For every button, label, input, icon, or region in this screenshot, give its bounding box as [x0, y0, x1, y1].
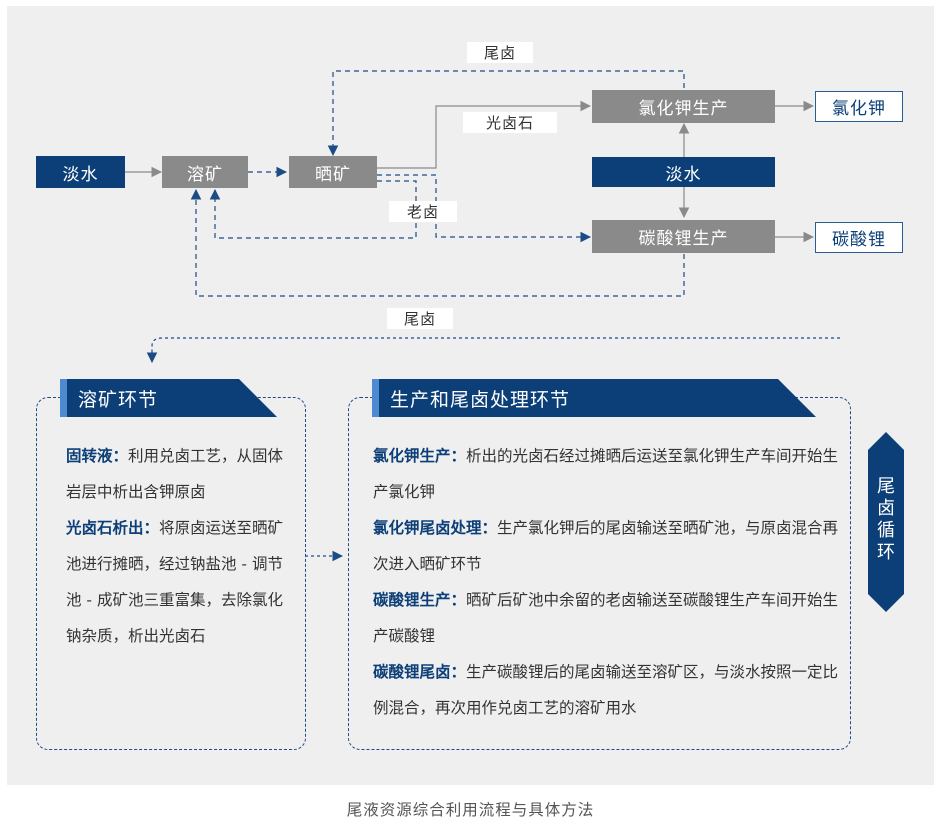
- label-tail-brine-top: 尾卤: [467, 42, 533, 63]
- production-section-title-text: 生产和尾卤处理环节: [390, 388, 571, 411]
- dissolve-section-title-text: 溶矿环节: [78, 388, 159, 411]
- label-light-brine-stone: 光卤石: [463, 112, 557, 133]
- cycle-tag-text: 尾 卤 循 环: [868, 476, 904, 564]
- dissolve-item-term: 固转液：: [66, 447, 129, 465]
- loop-tail-brine-top: [327, 70, 685, 157]
- loop-to-sections: [146, 337, 840, 364]
- dissolve-item: 固转液：利用兑卤工艺，从固体岩层中析出含钾原卤: [66, 438, 288, 510]
- cycle-char: 循: [877, 520, 895, 541]
- cycle-char: 环: [877, 542, 895, 563]
- production-section-text: 氯化钾生产：析出的光卤石经过摊晒后运送至氯化钾生产车间开始生产氯化钾 氯化钾尾卤…: [373, 438, 839, 726]
- label-old-brine: 老卤: [389, 201, 457, 222]
- arrow-dry-to-kcl: [377, 100, 592, 169]
- kcl-output-box: 氯化钾: [815, 91, 903, 122]
- sun-dry-box: 晒矿: [289, 156, 377, 188]
- production-item: 氯化钾尾卤处理：生产氯化钾后的尾卤输送至晒矿池，与原卤混合再次进入晒矿环节: [373, 510, 839, 582]
- production-item-term: 氯化钾生产：: [373, 447, 467, 465]
- cycle-tag-shape: [868, 432, 904, 612]
- li2co3-production-box: 碳酸锂生产: [592, 220, 775, 253]
- dissolve-item-term: 光卤石析出：: [66, 519, 160, 537]
- production-item-desc: 析出的光卤石经过摊晒后运送至氯化钾生产车间开始生产氯化钾: [373, 447, 839, 501]
- dissolve-box: 溶矿: [162, 156, 248, 188]
- title-stripe: [60, 379, 67, 417]
- production-item-desc: 生产碳酸锂后的尾卤输送至溶矿区，与淡水按照一定比例混合，再次用作兑卤工艺的溶矿用…: [373, 663, 839, 717]
- dissolve-section-title: 溶矿环节: [60, 379, 277, 417]
- production-item-term: 碳酸锂尾卤：: [373, 663, 467, 681]
- production-section-title: 生产和尾卤处理环节: [372, 379, 816, 417]
- cycle-char: 卤: [877, 498, 895, 519]
- dissolve-section-text: 固转液：利用兑卤工艺，从固体岩层中析出含钾原卤 光卤石析出：将原卤运送至晒矿池进…: [66, 438, 288, 654]
- production-item: 碳酸锂尾卤：生产碳酸锂后的尾卤输送至溶矿区，与淡水按照一定比例混合，再次用作兑卤…: [373, 654, 839, 726]
- production-item-term: 碳酸锂生产：: [373, 591, 467, 609]
- fresh-water-box: 淡水: [36, 156, 125, 188]
- loop-tail-brine-bottom: [190, 188, 685, 297]
- production-item: 氯化钾生产：析出的光卤石经过摊晒后运送至氯化钾生产车间开始生产氯化钾: [373, 438, 839, 510]
- dissolve-item-desc: 将原卤运送至晒矿池进行摊晒，经过钠盐池 - 调节池 - 成矿池三重富集，去除氯化…: [66, 519, 284, 645]
- figure-caption: 尾液资源综合利用流程与具体方法: [346, 801, 595, 819]
- production-item-desc: 生产氯化钾后的尾卤输送至晒矿池，与原卤混合再次进入晒矿环节: [373, 519, 839, 573]
- production-item-desc: 晒矿后矿池中余留的老卤输送至碳酸锂生产车间开始生产碳酸锂: [373, 591, 839, 645]
- production-item: 碳酸锂生产：晒矿后矿池中余留的老卤输送至碳酸锂生产车间开始生产碳酸锂: [373, 582, 839, 654]
- li2co3-output-box: 碳酸锂: [815, 222, 903, 253]
- title-stripe: [372, 379, 379, 417]
- label-tail-brine-bottom: 尾卤: [387, 308, 453, 329]
- fresh-water-box-2: 淡水: [592, 157, 775, 187]
- dissolve-item-desc: 利用兑卤工艺，从固体岩层中析出含钾原卤: [66, 447, 284, 501]
- loop-old-brine-to-dissolve: [209, 180, 417, 239]
- dissolve-item: 光卤石析出：将原卤运送至晒矿池进行摊晒，经过钠盐池 - 调节池 - 成矿池三重富…: [66, 510, 288, 654]
- production-item-term: 氯化钾尾卤处理：: [373, 519, 498, 537]
- cycle-char: 尾: [877, 476, 895, 497]
- kcl-production-box: 氯化钾生产: [592, 90, 775, 123]
